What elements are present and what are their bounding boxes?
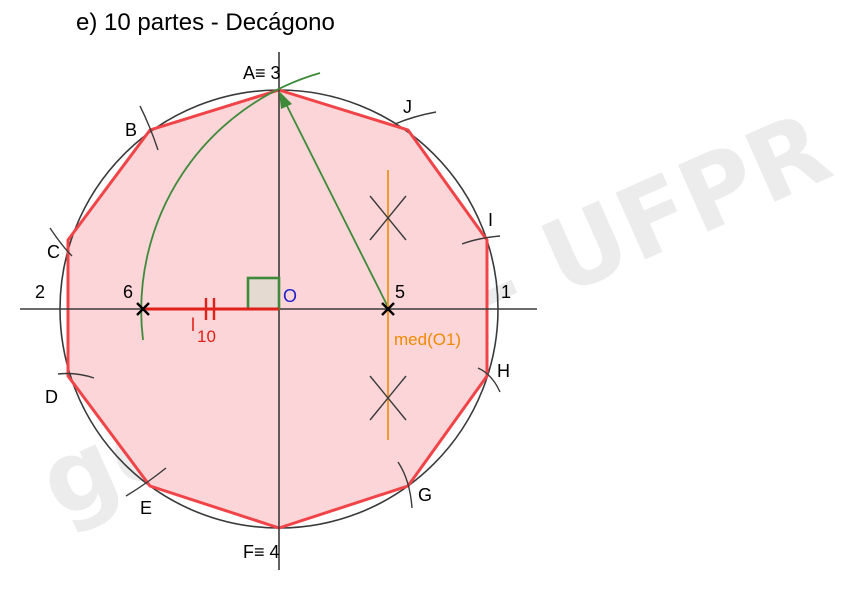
label-6: 6 — [123, 282, 133, 302]
label-side-subscript: 10 — [197, 327, 216, 346]
arc-5-to-6 — [140, 72, 321, 341]
arc-mark-G — [397, 461, 413, 509]
label-1: 1 — [501, 282, 511, 302]
label-2: 2 — [35, 282, 45, 302]
arrow-5-to-A — [283, 99, 389, 308]
bisector-arc-lower-2 — [369, 375, 407, 421]
label-F-4: F≡ 4 — [243, 542, 280, 562]
arc-mark-E — [125, 467, 167, 497]
label-B: B — [125, 120, 137, 140]
label-side-l: l — [191, 315, 195, 335]
label-A-3: A≡ 3 — [243, 63, 281, 83]
right-angle-marker — [246, 276, 281, 311]
label-bisector: med(O1) — [394, 330, 461, 349]
point-5-marker — [381, 302, 395, 316]
label-D: D — [45, 387, 58, 407]
label-C: C — [47, 242, 60, 262]
bisector-arc-upper-2 — [369, 195, 407, 241]
arrowhead — [279, 91, 292, 109]
arc-mark-J — [394, 111, 437, 125]
arc-mark-B — [139, 105, 159, 151]
label-G: G — [418, 485, 432, 505]
point-6-marker — [136, 302, 150, 316]
arc-mark-H — [477, 367, 501, 393]
label-H: H — [497, 361, 510, 381]
page-title: e) 10 partes - Decágono — [76, 9, 335, 36]
label-I: I — [488, 210, 493, 230]
arc-mark-I — [461, 235, 501, 245]
label-J: J — [403, 97, 412, 117]
arc-mark-D — [57, 372, 95, 379]
label-E: E — [140, 498, 152, 518]
arc-mark-C — [49, 227, 73, 257]
label-center-O: O — [283, 286, 297, 306]
label-5: 5 — [395, 282, 405, 302]
